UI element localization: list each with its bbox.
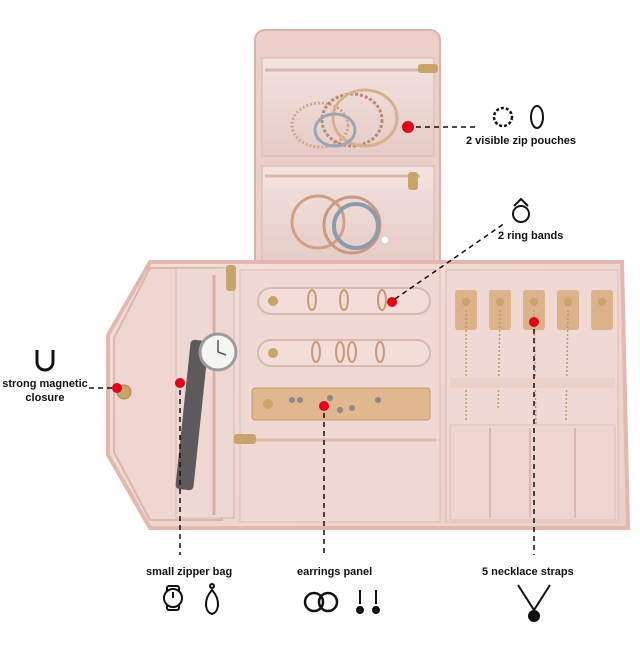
magnetic-closure-label: strong magnetic closure <box>0 377 90 405</box>
hoop-earrings-pair-icon <box>303 591 339 613</box>
ring-icon <box>512 197 530 223</box>
zipper-bag-label: small zipper bag <box>146 566 233 578</box>
ring-band-upper <box>257 287 431 315</box>
ring-band-lower <box>257 339 431 367</box>
zipper-pull <box>408 64 438 190</box>
hoop-earring-icon <box>530 105 544 129</box>
magnetic-closure-label-line1: strong magnetic <box>2 378 88 390</box>
earrings-panel-label: earrings panel <box>297 566 373 578</box>
necklace-straps-label: 5 necklace straps <box>482 566 574 578</box>
organizer-body <box>106 260 631 530</box>
top-zip-pouch-flap <box>254 29 441 271</box>
ring-bands-label: 2 ring bands <box>498 230 564 242</box>
magnetic-closure-label-line2: closure <box>25 392 65 404</box>
magnet-icon <box>35 350 55 372</box>
bracelet-icon <box>492 106 514 128</box>
zip-pouches-label: 2 visible zip pouches <box>466 135 577 147</box>
hoop-earrings-in-pouch <box>290 194 390 255</box>
callout-markers <box>88 121 539 555</box>
necklace-icon <box>517 584 551 622</box>
watch-in-zipper-bag <box>175 332 238 491</box>
watch-icon <box>163 585 183 611</box>
beaded-bracelets <box>290 88 399 149</box>
stud-earrings-icon <box>356 590 380 614</box>
drop-earring-icon <box>205 583 219 616</box>
earrings-leather-panel <box>251 387 431 421</box>
